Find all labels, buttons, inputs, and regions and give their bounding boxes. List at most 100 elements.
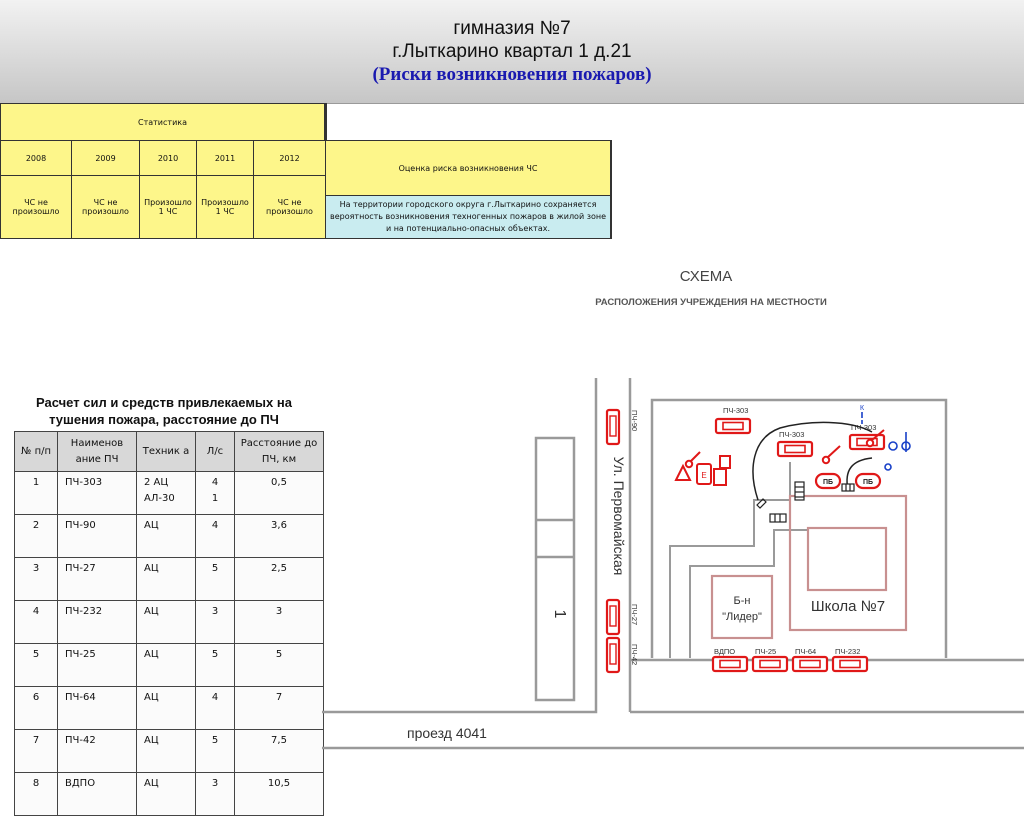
risk-header: Оценка риска возникновения ЧС xyxy=(325,140,612,196)
row-number: 3 xyxy=(14,557,58,601)
unit-staff: 5 xyxy=(195,729,235,773)
unit-name: ПЧ-64 xyxy=(57,686,137,730)
site-map: СХЕМА РАСПОЛОЖЕНИЯ УЧРЕЖДЕНИЯ НА МЕСТНОС… xyxy=(322,268,1024,750)
stats-result: ЧС не произошло xyxy=(253,175,326,239)
hose-icon xyxy=(756,498,767,509)
ladder-icon xyxy=(794,481,805,501)
unit-name: ПЧ-303 xyxy=(57,471,137,515)
calc-header-cell: Техник а xyxy=(136,431,196,472)
page-title: гимназия №7 xyxy=(453,18,571,39)
truck-marker-pch25 xyxy=(751,655,789,673)
unit-distance: 2,5 xyxy=(234,557,324,601)
store-building xyxy=(710,574,774,640)
table-row: 5 ПЧ-25 АЦ 5 5 xyxy=(14,643,324,687)
street-name: Ул. Первомайская xyxy=(611,457,627,576)
unit-tech: АЦ xyxy=(136,729,196,773)
unit-staff: 3 xyxy=(195,772,235,816)
hose-icon xyxy=(841,483,855,492)
row-number: 7 xyxy=(14,729,58,773)
row-number: 6 xyxy=(14,686,58,730)
unit-name: ПЧ-232 xyxy=(57,600,137,644)
ladder-icon xyxy=(769,513,787,523)
table-row: 3 ПЧ-27 АЦ 5 2,5 xyxy=(14,557,324,601)
page-subtitle: (Риски возникновения пожаров) xyxy=(372,64,652,85)
truck-marker-vdpo xyxy=(711,655,749,673)
truck-marker-pch27: ПЧ-27 xyxy=(605,598,639,636)
calc-table: № п/п Наименов ание ПЧ Техник а Л/с Расс… xyxy=(14,431,324,816)
unit-label: ПЧ-64 xyxy=(795,647,816,656)
school-courtyard xyxy=(806,526,888,592)
hydrant-marker: ПБ xyxy=(854,472,882,490)
unit-tech: АЦ xyxy=(136,772,196,816)
unit-staff: 3 xyxy=(195,600,235,644)
statistics-table: Статистика 2008 2009 2010 2011 2012 Оцен… xyxy=(0,103,612,239)
unit-tech: АЦ xyxy=(136,514,196,558)
unit-tech: АЦ xyxy=(136,557,196,601)
calc-header-cell: Расстояние до ПЧ, км xyxy=(234,431,324,472)
unit-tech-line: АЛ-30 xyxy=(144,493,175,504)
unit-distance: 3,6 xyxy=(234,514,324,558)
unit-distance: 7,5 xyxy=(234,729,324,773)
buildings xyxy=(710,494,908,640)
unit-tech: АЦ xyxy=(136,600,196,644)
calc-header-row: № п/п Наименов ание ПЧ Техник а Л/с Расс… xyxy=(14,431,324,472)
unit-staff-line: 4 xyxy=(211,477,219,488)
calc-title: Расчет сил и средств привлекаемых на туш… xyxy=(36,395,292,427)
page-address: г.Лыткарино квартал 1 д.21 xyxy=(392,41,632,62)
block-number: 1 xyxy=(551,610,568,619)
unit-staff: 5 xyxy=(195,557,235,601)
unit-distance: 10,5 xyxy=(234,772,324,816)
unit-tech-line: 2 АЦ xyxy=(144,477,169,488)
unit-staff: 4 xyxy=(195,514,235,558)
unit-distance: 5 xyxy=(234,643,324,687)
stats-result: Произошло 1 ЧС xyxy=(139,175,197,239)
stats-year: 2009 xyxy=(71,140,140,176)
school-label: Школа №7 xyxy=(811,598,885,615)
stats-year: 2012 xyxy=(253,140,326,176)
unit-tech: АЦ xyxy=(136,686,196,730)
row-number: 1 xyxy=(14,471,58,515)
unit-name: ПЧ-42 xyxy=(57,729,137,773)
unit-tech: 2 АЦ АЛ-30 xyxy=(136,471,196,515)
calc-header-cell: Наименов ание ПЧ xyxy=(57,431,137,472)
unit-name: ВДПО xyxy=(57,772,137,816)
water-supply-icons xyxy=(861,412,911,471)
truck-marker-pch303 xyxy=(714,417,752,435)
hydrant-label: ПБ xyxy=(863,479,873,486)
unit-staff: 5 xyxy=(195,643,235,687)
unit-label: ПЧ-90 xyxy=(630,410,639,431)
k-marker: К xyxy=(860,405,865,412)
row-number: 5 xyxy=(14,643,58,687)
map-title: СХЕМА xyxy=(680,268,733,285)
row-number: 4 xyxy=(14,600,58,644)
row-number: 2 xyxy=(14,514,58,558)
page-header: гимназия №7 г.Лыткарино квартал 1 д.21 (… xyxy=(0,0,1024,104)
statistics-title: Статистика xyxy=(0,103,327,141)
hydrant-marker: ПБ xyxy=(814,472,842,490)
table-row: 7 ПЧ-42 АЦ 5 7,5 xyxy=(14,729,324,773)
table-row: 4 ПЧ-232 АЦ 3 3 xyxy=(14,600,324,644)
stats-result: Произошло 1 ЧС xyxy=(196,175,254,239)
store-label-2: "Лидер" xyxy=(722,611,762,623)
table-row: 2 ПЧ-90 АЦ 4 3,6 xyxy=(14,514,324,558)
unit-label: ПЧ-42 xyxy=(630,644,639,665)
unit-label: ПЧ-303 xyxy=(779,430,804,439)
store-label-1: Б-н xyxy=(734,595,751,607)
unit-label: ПЧ-25 xyxy=(755,647,776,656)
calc-header-cell: Л/с xyxy=(195,431,235,472)
unit-label: ПЧ-303 xyxy=(723,406,748,415)
truck-marker-pch90: ПЧ-90 xyxy=(605,408,639,446)
route-line xyxy=(752,421,873,501)
stats-year: 2008 xyxy=(0,140,72,176)
unit-name: ПЧ-90 xyxy=(57,514,137,558)
stats-result: ЧС не произошло xyxy=(0,175,72,239)
map-subtitle: РАСПОЛОЖЕНИЯ УЧРЕЖДЕНИЯ НА МЕСТНОСТИ xyxy=(595,297,827,308)
stats-year: 2011 xyxy=(196,140,254,176)
risk-text: На территории городского округа г.Лыткар… xyxy=(325,195,612,239)
stats-year: 2010 xyxy=(139,140,197,176)
calc-header-cell: № п/п xyxy=(14,431,58,472)
unit-name: ПЧ-27 xyxy=(57,557,137,601)
truck-marker-pch64 xyxy=(791,655,829,673)
